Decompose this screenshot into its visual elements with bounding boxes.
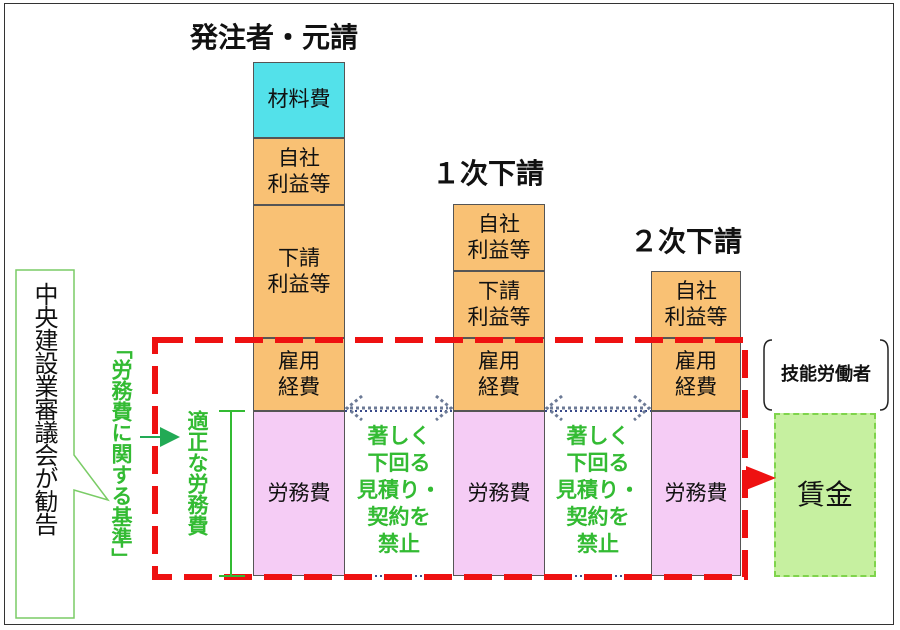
gap-double-arrow-2 <box>544 394 652 422</box>
prohibition-text-1: 著しく 下回る 見積り・ 契約を 禁止 <box>357 424 441 556</box>
worker-bracket <box>763 339 889 411</box>
prime-own-profit-block: 自社 利益等 <box>253 138 345 205</box>
sub1-own-profit-block: 自社 利益等 <box>453 204 545 271</box>
heading-subcontractor-1: １次下請 <box>432 157 545 190</box>
sub2-own-profit-block: 自社 利益等 <box>651 271 741 338</box>
appropriate-labor-bracket <box>219 410 245 577</box>
prime-subcontract-profit-block: 下請 利益等 <box>253 205 345 338</box>
heading-prime: 発注者・元請 <box>190 21 359 54</box>
gap-double-arrow-1 <box>344 394 454 422</box>
council-callout-shape <box>15 269 110 619</box>
sub2-labor-cost-block: 労務費 <box>651 411 741 576</box>
heading-subcontractor-2: ２次下請 <box>630 225 743 258</box>
sub2-employment-cost-block: 雇用 経費 <box>651 338 741 411</box>
labor-standard-dashed-region <box>152 337 748 580</box>
prime-employment-cost-block: 雇用 経費 <box>253 338 345 411</box>
appropriate-labor-label: 適正な労務費 <box>185 410 209 536</box>
materials-cost-block: 材料費 <box>253 62 345 138</box>
wage-arrow <box>746 466 776 490</box>
prohibition-text-2: 著しく 下回る 見積り・ 契約を 禁止 <box>556 424 640 556</box>
labor-standard-label: 「労務費に関する基準」 <box>109 338 133 569</box>
wage-box: 賃金 <box>774 413 876 577</box>
sub1-labor-cost-block: 労務費 <box>453 411 545 576</box>
prime-labor-cost-block: 労務費 <box>253 411 345 576</box>
skilled-worker-label: 技能労働者 <box>781 364 871 385</box>
council-recommendation-text: 中央建設業審議会が勧告 <box>30 282 58 535</box>
diagram-frame <box>4 3 894 625</box>
sub1-employment-cost-block: 雇用 経費 <box>453 338 545 411</box>
